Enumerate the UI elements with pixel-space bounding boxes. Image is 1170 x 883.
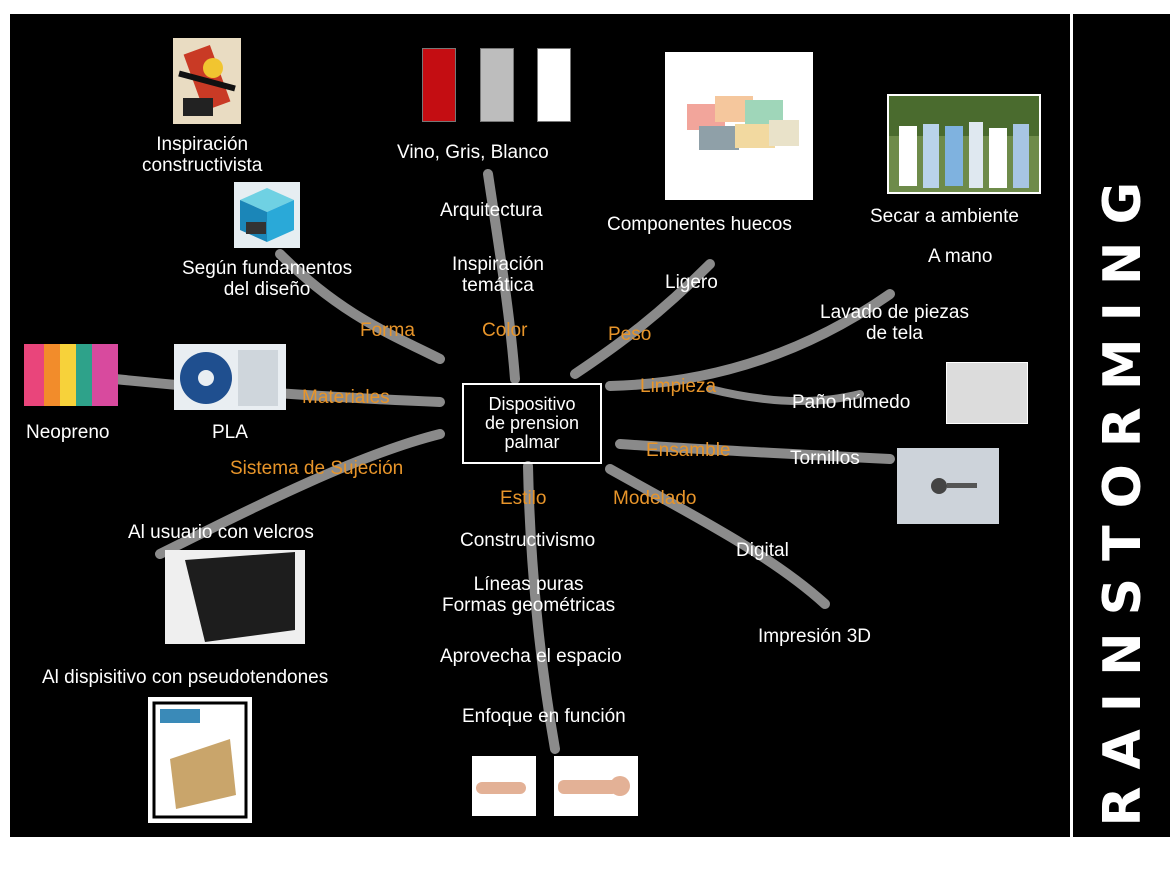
item-componentes-huecos: Componentes huecos xyxy=(607,214,792,235)
item-segun-fundamentos: Según fundamentos del diseño xyxy=(182,258,353,300)
center-node: Dispositivo de prension palmar xyxy=(462,383,602,464)
branch-estilo xyxy=(523,461,560,754)
item-constructivismo: Constructivismo xyxy=(460,530,596,551)
pla-spools-image xyxy=(174,344,286,410)
item-lineas-puras: Líneas puras Formas geométricas xyxy=(442,574,616,616)
branch-ensamble xyxy=(615,439,895,464)
item-a-mano: A mano xyxy=(928,246,993,267)
tendon-device-image xyxy=(148,697,252,823)
item-aprovecha-espacio: Aprovecha el espacio xyxy=(440,646,622,667)
category-modelado: Modelado xyxy=(613,488,697,509)
damp-cloth-image xyxy=(946,362,1028,424)
branch-lines xyxy=(110,169,895,754)
item-tornillos: Tornillos xyxy=(790,448,860,469)
branch-peso xyxy=(570,259,715,379)
hollow-components-image xyxy=(665,52,813,200)
category-materiales: Materiales xyxy=(302,387,390,408)
item-ligero: Ligero xyxy=(665,272,718,293)
center-label: Dispositivo de prension palmar xyxy=(484,394,580,452)
branch-limpieza-2 xyxy=(706,385,864,405)
item-pano-humedo: Paño húmedo xyxy=(792,392,911,413)
neoprene-image xyxy=(24,344,118,406)
item-impresion-3d: Impresión 3D xyxy=(758,626,871,647)
item-secar-ambiente: Secar a ambiente xyxy=(870,206,1019,227)
item-arquitectura: Arquitectura xyxy=(440,200,543,221)
sidebar-divider xyxy=(1070,14,1073,837)
category-limpieza: Limpieza xyxy=(640,376,717,397)
branch-limpieza xyxy=(605,289,895,391)
branch-modelado xyxy=(605,464,830,609)
brainstorm-board: Dispositivo de prension palmar Forma Col… xyxy=(10,14,1065,837)
item-enfoque-funcion: Enfoque en función xyxy=(462,706,626,727)
category-sujecion: Sistema de Sujeción xyxy=(230,458,404,479)
velcro-image xyxy=(165,550,305,644)
item-inspiracion-constructivista: Inspiración constructivista xyxy=(142,134,263,176)
item-pla: PLA xyxy=(212,422,248,443)
branch-forma xyxy=(275,249,445,364)
item-usuario-velcros: Al usuario con velcros xyxy=(128,522,314,543)
branch-color xyxy=(483,169,520,384)
open-hand-image xyxy=(472,756,536,816)
closed-fist-image xyxy=(554,756,638,816)
item-lavado-piezas: Lavado de piezas de tela xyxy=(820,302,969,344)
item-digital: Digital xyxy=(736,540,789,561)
item-neopreno: Neopreno xyxy=(26,422,110,443)
category-estilo: Estilo xyxy=(500,488,547,509)
branch-sujecion xyxy=(155,429,445,559)
sidebar: BRAINSTORMING xyxy=(1065,14,1170,883)
item-vino-gris-blanco: Vino, Gris, Blanco xyxy=(397,142,549,163)
clothesline-image xyxy=(887,94,1041,194)
sidebar-title: BRAINSTORMING xyxy=(1093,164,1153,883)
constructivist-art-image xyxy=(173,38,241,124)
swatch-gris xyxy=(480,48,514,122)
category-forma: Forma xyxy=(360,320,415,341)
swatch-blanco xyxy=(537,48,571,122)
category-ensamble: Ensamble xyxy=(646,440,731,461)
screws-image xyxy=(897,448,999,524)
swatch-vino xyxy=(422,48,456,122)
category-peso: Peso xyxy=(608,324,652,345)
2d-3d-cube-image xyxy=(234,182,300,248)
branch-materiales xyxy=(110,374,445,407)
item-inspiracion-tematica: Inspiración temática xyxy=(452,254,544,296)
category-color: Color xyxy=(482,320,528,341)
item-dispositivo-pseudotendones: Al dispisitivo con pseudotendones xyxy=(42,667,329,688)
